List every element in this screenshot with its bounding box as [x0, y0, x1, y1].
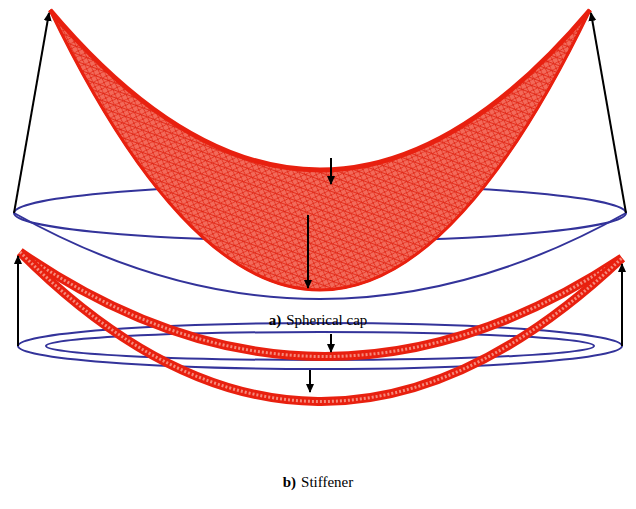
displacement-arrows — [14, 13, 626, 288]
figure-caption: b) Stiffener — [0, 474, 636, 491]
deformed-cap — [50, 10, 590, 290]
subfigure-title: Stiffener — [301, 474, 353, 490]
subfigure-title: Spherical cap — [286, 312, 367, 328]
subfigure-tag: b) — [283, 474, 296, 490]
displacement-arrows — [18, 256, 622, 392]
figure-caption: a)Spherical cap — [0, 312, 636, 329]
deformed-stiffener — [20, 252, 622, 402]
subfigure-tag: a) — [269, 312, 282, 328]
